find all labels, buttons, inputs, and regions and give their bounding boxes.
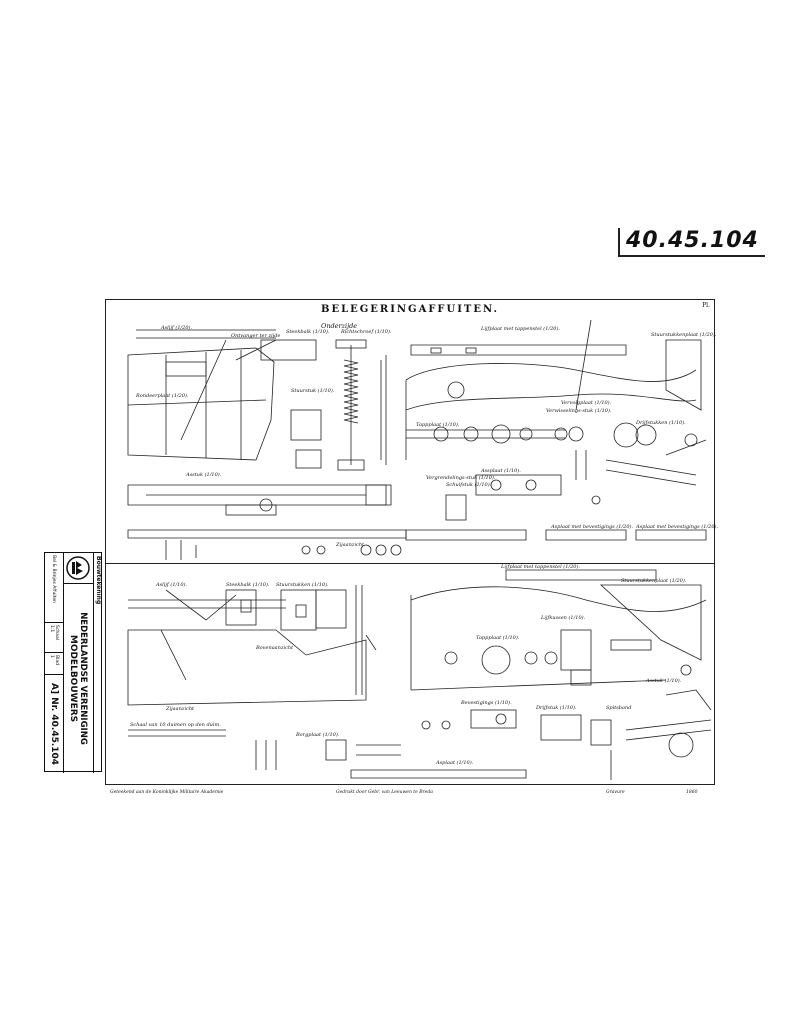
lower-stuurstuk-plate-outline [599,584,702,661]
label-28: Zijaanzicht [166,706,195,712]
stamp-sheet-label: Blad [54,655,59,665]
label-3: Onderzijde [321,322,358,330]
label-13: Assplaat (1/10). [481,468,521,474]
label-31: Borgplaat (1/10). [296,732,340,738]
footer-right-2: 1860 [686,790,698,795]
label-14: Asstuk (1/10). [186,472,222,478]
label-22: Stuurstukken (1/10). [276,582,329,588]
label-27: Asstuk (1/10). [646,678,682,684]
label-19: Zijaanzicht [336,542,365,548]
label-5: Lijfplaat met tappenstel (1/20). [481,326,560,332]
footer-center: Gedrukt door Gebr. van Leeuwen te Breda [336,790,433,795]
sheet-corner-mark: Pl. [702,302,710,309]
label-29: Bovenaanzicht [256,645,294,651]
label-20: Aslijf (1/10). [156,582,188,588]
label-16: Schuifstuk (1/10). [446,482,492,488]
footer-left: Geteekend aan de Koninklijke Militaire A… [110,790,224,795]
stamp-header: Bouwtekening [93,553,103,773]
label-6: Stuurstukkenplaat (1/20). [651,332,717,338]
stamp-sheet-cell: Blad 1 [45,653,63,675]
label-4: Richtschroef (1/10). [341,329,392,335]
label-0: Aslijf (1/20). [161,325,193,331]
sheet-title: BELEGERINGAFFUITEN. [321,304,499,315]
label-2: Steekbalk (1/10). [286,329,330,335]
label-18: Asplaat met bevestigings (1/20). [636,524,719,530]
label-8: Stuurstuk (1/10). [291,388,335,394]
footer-right-1: Gravure [606,790,625,795]
label-35: Schaal van 10 duimen op den duim. [130,722,221,728]
stamp-rotated-content: Bouwtekening NEDERLANDSE VERENIGING MODE… [45,553,103,773]
nvm-title-stamp: Bouwtekening NEDERLANDSE VERENIGING MODE… [44,552,103,773]
stamp-scale-label: Schaal [54,625,59,640]
label-11: Verwisselings-stuk (1/10). [546,408,612,414]
stamp-main-row: NEDERLANDSE VERENIGING MODELBOUWERS [63,553,94,773]
label-21: Steekbalk (1/10). [226,582,270,588]
stamp-org-line1: NEDERLANDSE VERENIGING [78,612,89,745]
stamp-code: A] Nr. 40.45.104 [49,682,59,766]
label-12: Drijfstukken (1/10). [636,420,686,426]
handwritten-reference-number: 40.45.104 [618,228,765,257]
lijfplaat-top-strip [410,344,627,356]
label-32: Drijfstuk (1/10). [536,705,577,711]
technical-drawing-sheet: BELEGERINGAFFUITEN. Pl. [105,299,719,795]
label-9: Tappplaat (1/10). [416,422,460,428]
label-25: Lijfkussen (1/10). [541,615,586,621]
elevating-screw-coil [343,359,359,424]
stamp-subject-cell: Bel & Brinjes Affuiten [45,553,63,623]
label-7: Rondeerplaat (1/20). [136,393,189,399]
lower-carriage-side-view [127,629,367,706]
gun-carriage-drawing [127,319,712,780]
label-1: Ontvanger ter zijde [231,333,281,339]
stamp-org-line2: MODELBOUWERS [68,634,79,723]
nvm-logo-icon [63,553,94,584]
label-26: Stuurstukkenplaat (1/20). [621,578,687,584]
stamp-subject: Bel & Brinjes Affuiten [51,555,57,603]
label-10: Vervolgplaat (1/10). [561,400,612,406]
stamp-scale-value: 1:1 [49,625,54,633]
label-34: Spitsband [606,705,632,711]
stamp-organisation: NEDERLANDSE VERENIGING MODELBOUWERS [69,584,89,773]
stamp-bottom-row: Bel & Brinjes Affuiten Schaal 1:1 Blad 1… [45,553,63,773]
stuurstuk-plate-outline [665,339,702,411]
label-15: Vergrendelings-stuk (1/10). [426,475,496,481]
label-33: Asplaat (1/10). [436,760,474,766]
label-30: Bevestigings (1/10). [461,700,512,706]
label-24: Tappplaat (1/10). [476,635,520,641]
carriage-side-view-outline [127,347,275,461]
panel-divider [106,563,714,564]
label-17: Asplaat met bevestigings (1/20). [551,524,634,530]
label-23: Lijfplaat met tappenstel (1/20). [501,564,580,570]
stamp-scale-cell: Schaal 1:1 [45,623,63,653]
stamp-sheet-value: 1 [49,655,54,658]
